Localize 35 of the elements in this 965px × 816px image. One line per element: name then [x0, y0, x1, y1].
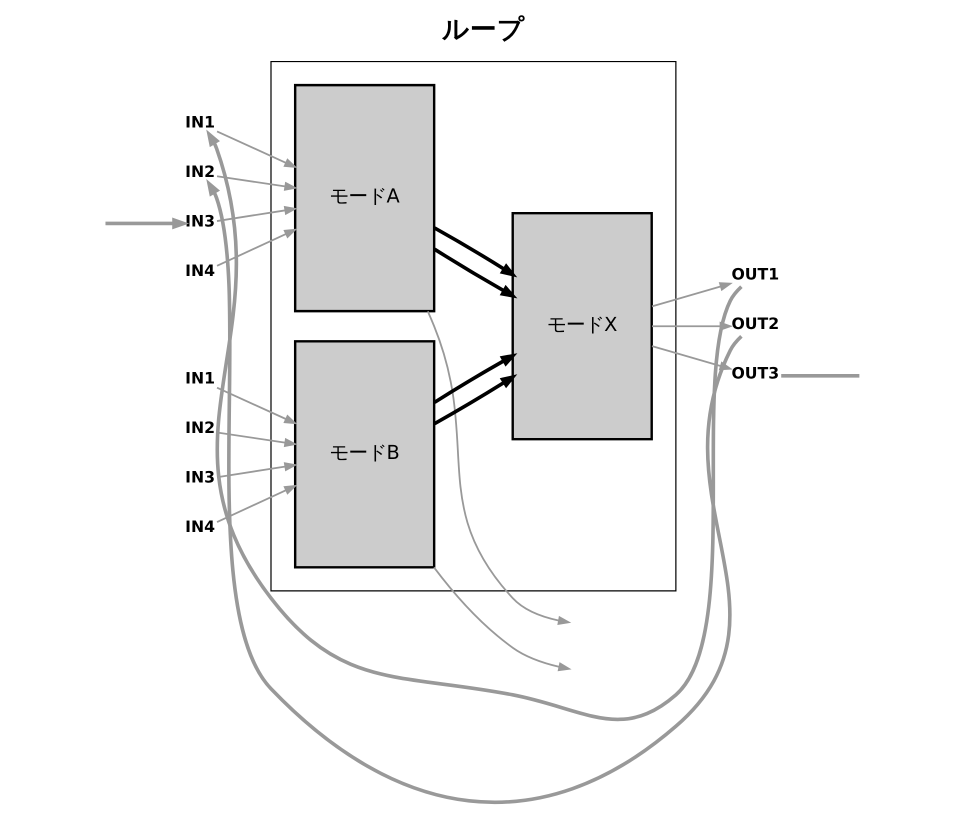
arrow	[216, 484, 298, 523]
arrow	[434, 248, 518, 298]
arrow	[216, 432, 298, 448]
node-box: モードX	[512, 212, 653, 440]
arrow	[434, 353, 518, 404]
node-text: IN2	[185, 418, 216, 438]
node-text: IN4	[185, 517, 216, 536]
arrow	[206, 130, 743, 721]
node-text: OUT1	[731, 264, 780, 284]
cluster	[270, 60, 676, 592]
node-text: IN3	[185, 211, 216, 230]
connector	[781, 374, 860, 378]
arrow	[216, 175, 298, 191]
arrow	[434, 374, 518, 426]
node-text: OUT2	[731, 314, 780, 334]
node-text: IN4	[185, 260, 216, 280]
arrow	[216, 386, 298, 424]
arrow	[105, 218, 190, 230]
arrow	[433, 566, 572, 672]
node-text: IN1	[185, 368, 216, 388]
node-text: IN3	[185, 468, 216, 487]
arrow	[216, 130, 298, 168]
node-text: OUT3	[731, 364, 780, 383]
arrow	[427, 311, 572, 626]
node-text: IN2	[185, 162, 216, 181]
arrow	[434, 226, 518, 278]
node-text: IN1	[185, 112, 216, 132]
node-box: モードA	[294, 84, 436, 312]
node-box: モードB	[294, 340, 436, 569]
arrow	[216, 206, 298, 222]
arrow	[652, 282, 733, 308]
arrow	[206, 179, 743, 804]
arrow	[216, 228, 298, 267]
diagram-title: ループ	[442, 14, 526, 46]
arrow	[216, 462, 298, 478]
